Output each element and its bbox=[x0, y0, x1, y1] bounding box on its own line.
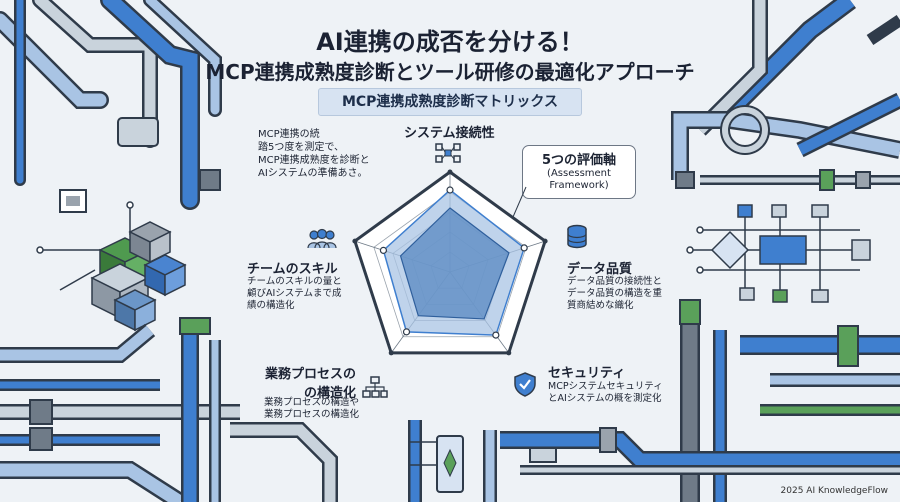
radar-grid-level bbox=[373, 191, 527, 338]
intro-line-1: MCP連携の続 bbox=[258, 129, 320, 140]
intro-line-3: MCP連携成熟度を診断と bbox=[258, 155, 370, 166]
data-desc-3: 質商結めな織化 bbox=[567, 300, 634, 311]
process-desc-2: 業務プロセスの構造化 bbox=[264, 409, 360, 420]
radar-vertex bbox=[506, 350, 512, 356]
team-description: チームのスキルの量と 顧びAIシステムまで成 績の構造化 bbox=[247, 276, 342, 312]
radar-point bbox=[402, 328, 411, 336]
radar-vertex bbox=[542, 238, 548, 244]
axis-label-data: データ品質 bbox=[567, 262, 633, 277]
radar-point bbox=[379, 246, 388, 254]
radar-vertex bbox=[352, 238, 358, 244]
axis-label-security: セキュリティ bbox=[548, 366, 626, 381]
security-desc-1: MCPシステムセキュリティ bbox=[548, 381, 663, 392]
intro-line-2: 踏5つ度を測定で、 bbox=[258, 142, 344, 153]
data-desc-2: データ品質の構造を重 bbox=[567, 288, 663, 299]
process-label-1: 業務プロセスの bbox=[264, 367, 356, 382]
radar-point bbox=[492, 331, 500, 339]
intro-line-4: AIシステムの準備あさ。 bbox=[258, 168, 368, 179]
page-title: AI連携の成否を分ける！ bbox=[316, 28, 584, 56]
radar-chart bbox=[352, 169, 548, 356]
page-subtitle: MCP連携成熟度診断とツール研修の最適化アプローチ bbox=[205, 60, 695, 84]
axis-label-process: 業務プロセスの の構造化 bbox=[258, 363, 356, 401]
security-description: MCPシステムセキュリティ とAIシステムの概を測定化 bbox=[548, 381, 663, 405]
radar-point bbox=[446, 186, 454, 194]
team-desc-1: チームのスキルの量と bbox=[247, 276, 342, 287]
matrix-banner: MCP連携成熟度診断マトリックス bbox=[318, 88, 582, 116]
footer-credit: 2025 AI KnowledgeFlow bbox=[780, 486, 888, 496]
axis-label-system: システム接続性 bbox=[404, 126, 495, 141]
callout-sub-1: (Assessment bbox=[547, 168, 611, 179]
intro-text: MCP連携の続 踏5つ度を測定で、 MCP連携成熟度を診断と AIシステムの準備… bbox=[258, 128, 370, 180]
callout-title: 5つの評価軸 bbox=[541, 153, 617, 168]
security-desc-2: とAIシステムの概を測定化 bbox=[548, 393, 662, 404]
radar-vertex bbox=[447, 169, 453, 175]
callout-sub-2: Framework) bbox=[549, 180, 609, 191]
data-description: データ品質の接続性と データ品質の構造を重 質商結めな織化 bbox=[567, 276, 662, 312]
database-icon bbox=[567, 224, 587, 249]
radar-series-inner bbox=[399, 207, 510, 320]
process-description: 業務プロセスの構造や 業務プロセスの構造化 bbox=[264, 397, 359, 421]
data-desc-1: データ品質の接続性と bbox=[567, 276, 663, 287]
assessment-framework-callout: 5つの評価軸 (Assessment Framework) bbox=[522, 145, 636, 199]
team-desc-3: 績の構造化 bbox=[247, 300, 295, 311]
team-icon bbox=[307, 228, 337, 249]
team-desc-2: 顧びAIシステムまで成 bbox=[247, 288, 342, 299]
process-label-2: の構造化 bbox=[303, 386, 356, 401]
radar-vertex bbox=[388, 350, 394, 356]
callout-pointer bbox=[512, 186, 527, 218]
shield-check-icon bbox=[514, 372, 536, 397]
process-desc-1: 業務プロセスの構造や bbox=[264, 397, 360, 408]
radar-point bbox=[520, 244, 528, 252]
axis-label-team: チームのスキル bbox=[247, 262, 338, 277]
hierarchy-icon bbox=[362, 376, 388, 398]
network-icon bbox=[435, 143, 461, 163]
